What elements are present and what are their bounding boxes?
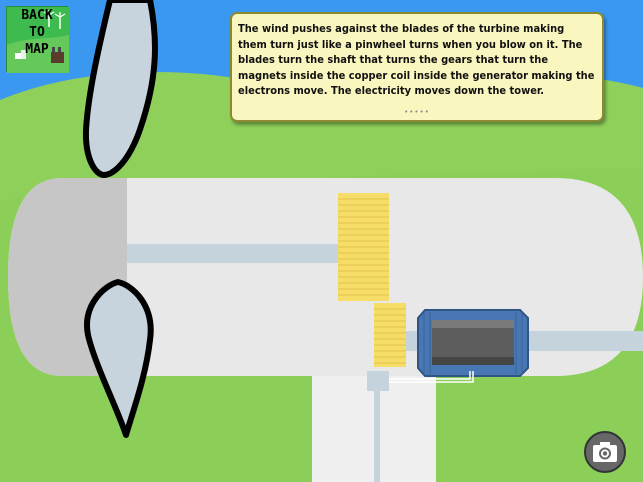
large-gear (338, 193, 389, 301)
generator-output-shaft (528, 331, 643, 351)
small-gear (374, 303, 406, 367)
high-speed-shaft (404, 331, 420, 351)
generator-magnet (432, 320, 514, 365)
tower-cable (374, 385, 380, 482)
generator (417, 309, 529, 377)
camera-button[interactable] (584, 431, 626, 473)
back-to-map-button[interactable]: BACK TO MAP (6, 6, 69, 73)
blade-top (82, 0, 158, 178)
wire-junction-box (367, 371, 389, 391)
low-speed-shaft (127, 244, 339, 263)
back-label-line2: TO (29, 25, 45, 40)
back-label-line1: BACK (21, 8, 53, 23)
blade-bottom (84, 279, 154, 438)
info-panel[interactable]: The wind pushes against the blades of th… (230, 12, 604, 122)
info-text: The wind pushes against the blades of th… (238, 22, 595, 98)
back-to-map-label: BACK TO MAP (7, 7, 67, 58)
camera-icon (593, 442, 617, 462)
info-page-dots: ••••• (404, 108, 430, 116)
back-label-line3: MAP (25, 42, 49, 57)
electric-wire (387, 371, 474, 383)
map-icon (7, 7, 69, 73)
